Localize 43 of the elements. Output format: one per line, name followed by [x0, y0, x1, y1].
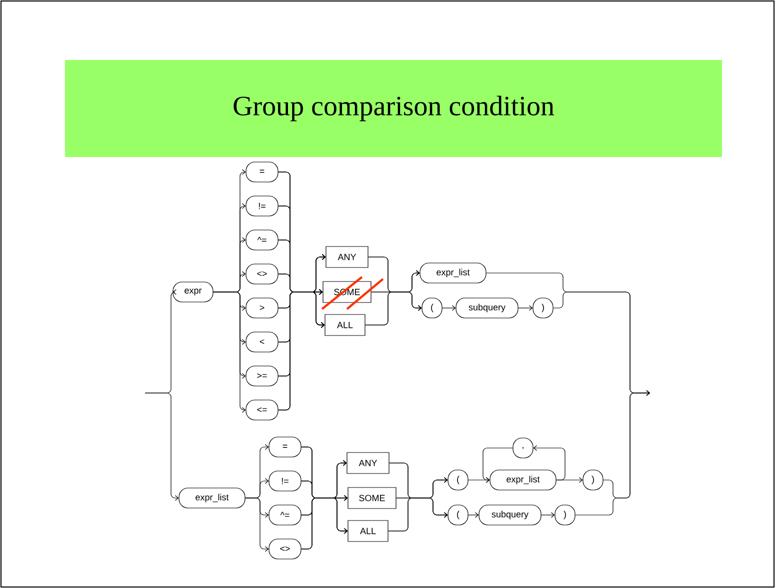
terminal-pill: ^= — [246, 230, 278, 250]
keyword-box: ALL — [324, 314, 366, 336]
terminal-pill: ( — [448, 504, 468, 526]
terminal-pill: >= — [246, 366, 278, 386]
connector — [541, 512, 555, 518]
connector — [365, 292, 422, 326]
terminal-pill: <> — [268, 538, 302, 560]
terminal-pill: , — [512, 438, 534, 458]
connector — [388, 498, 448, 532]
title-banner: Group comparison condition — [65, 60, 722, 157]
terminal-pill: > — [246, 298, 278, 318]
terminal-pill: ) — [532, 298, 554, 318]
terminal-pill: expr_list — [490, 470, 556, 490]
terminal-pill: = — [246, 162, 278, 182]
connector — [245, 498, 269, 552]
terminal-pill: ) — [582, 470, 604, 490]
connector — [442, 305, 456, 311]
keyword-box: ANY — [346, 452, 390, 474]
connector — [213, 292, 246, 413]
connector — [144, 392, 179, 501]
terminal-pill: <= — [246, 400, 278, 420]
connector — [482, 448, 513, 483]
keyword-box: ANY — [326, 246, 368, 268]
terminal-pill: ( — [422, 298, 442, 318]
keyword-box: ALL — [348, 520, 388, 542]
terminal-pill: subquery — [478, 504, 542, 526]
terminal-pill: != — [246, 196, 278, 216]
terminal-pill: ^= — [268, 504, 302, 526]
terminal-pill: expr_list — [420, 262, 486, 284]
connector — [575, 390, 650, 516]
terminal-pill: ( — [448, 470, 468, 490]
connector — [518, 305, 533, 311]
terminal-pill: expr — [172, 282, 214, 302]
terminal-pill: ) — [554, 504, 576, 526]
terminal-pill: subquery — [456, 298, 518, 318]
connector — [468, 512, 479, 518]
terminal-pill: = — [268, 436, 302, 458]
terminal-pill: < — [246, 332, 278, 352]
connector — [533, 445, 566, 480]
keyword-box: SOME — [348, 487, 396, 509]
terminal-pill: <> — [246, 264, 278, 284]
terminal-pill: != — [268, 470, 302, 492]
terminal-pill: expr_list — [178, 488, 246, 508]
